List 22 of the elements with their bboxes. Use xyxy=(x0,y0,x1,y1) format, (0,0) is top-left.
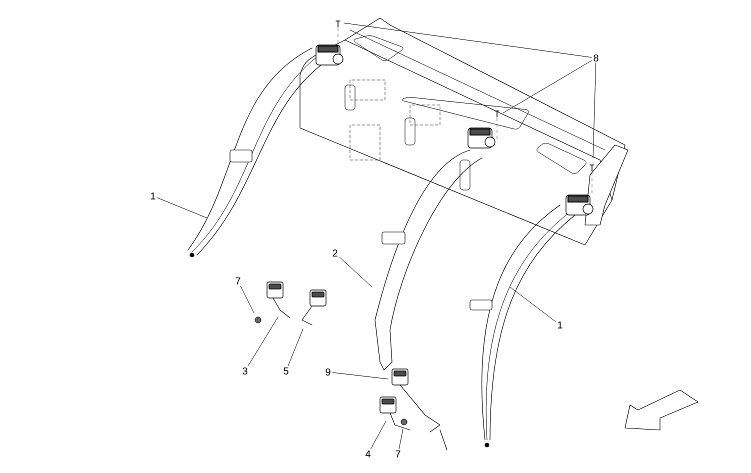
leader-line xyxy=(398,428,404,450)
leader-line xyxy=(240,286,254,314)
leader-line xyxy=(510,286,556,322)
callout-number: 1 xyxy=(151,192,156,200)
leader-line xyxy=(339,256,372,288)
callout-number: 7 xyxy=(396,450,400,458)
callout-number: 8 xyxy=(594,54,598,62)
callout-number: 5 xyxy=(284,368,288,374)
leader-line xyxy=(592,62,596,158)
leader-line xyxy=(288,328,304,366)
leader-line xyxy=(157,198,208,218)
callout-number: 2 xyxy=(332,250,338,256)
leader-line xyxy=(344,22,592,58)
callout-number: 1 xyxy=(558,322,562,328)
callout-number: 7 xyxy=(236,278,240,284)
callout-number: 9 xyxy=(326,368,330,376)
leader-line xyxy=(370,420,386,450)
leader-line xyxy=(502,60,592,114)
callout-number: 3 xyxy=(242,367,248,375)
callout-number: 4 xyxy=(365,450,370,458)
leader-line xyxy=(332,372,388,380)
leader-line xyxy=(248,316,278,366)
